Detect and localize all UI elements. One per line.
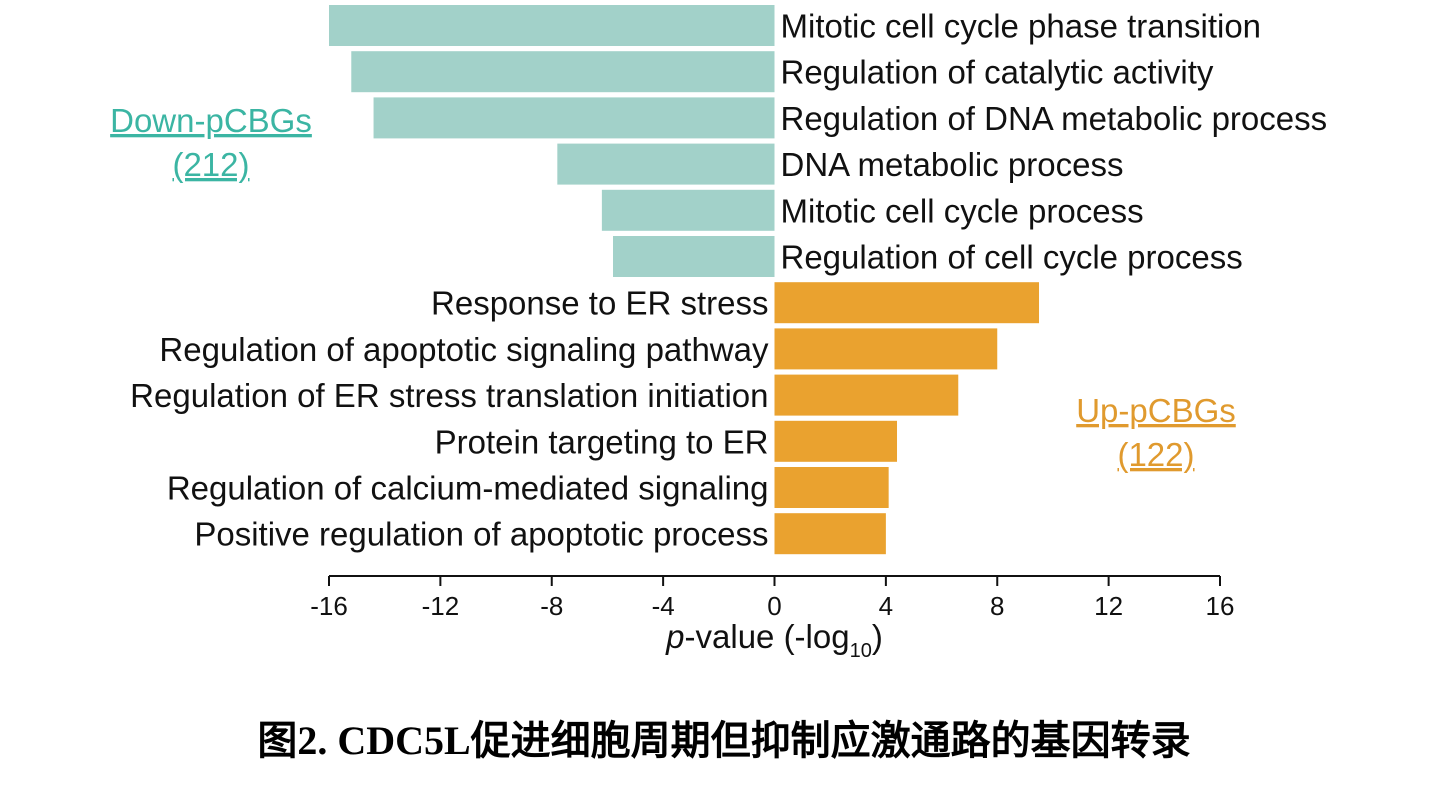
bar-0 (329, 5, 775, 46)
category-label-2: Regulation of DNA metabolic process (781, 100, 1328, 137)
bar-10 (774, 467, 889, 508)
x-tick-label-2: -8 (540, 591, 563, 621)
category-label-6: Response to ER stress (431, 285, 768, 322)
category-label-1: Regulation of catalytic activity (781, 54, 1214, 91)
x-tick-label-5: 4 (879, 591, 893, 621)
x-axis: -16 -12 -8 -4 0 4 8 12 16 (310, 575, 1235, 621)
x-tick-label-0: -16 (310, 591, 348, 621)
x-tick-label-7: 12 (1094, 591, 1123, 621)
x-tick-label-6: 8 (990, 591, 1004, 621)
bar-1 (351, 51, 775, 93)
bar-3 (557, 143, 775, 185)
bar-11 (774, 513, 886, 555)
figure-caption: 图2. CDC5L促进细胞周期但抑制应激通路的基因转录 (257, 718, 1191, 763)
bar-6 (774, 282, 1040, 324)
category-labels-group: Mitotic cell cycle phase transitionRegul… (130, 8, 1327, 553)
x-tick-label-1: -12 (422, 591, 460, 621)
bar-2 (373, 97, 775, 139)
chart: Mitotic cell cycle phase transitionRegul… (110, 5, 1327, 662)
bar-9 (774, 420, 898, 462)
category-label-9: Protein targeting to ER (435, 423, 769, 460)
bar-8 (774, 374, 959, 416)
category-label-3: DNA metabolic process (781, 146, 1124, 183)
x-tick-label-8: 16 (1206, 591, 1235, 621)
bars-group (329, 5, 1040, 555)
x-tick-label-3: -4 (652, 591, 675, 621)
x-axis-title: p-value (-log10) (665, 618, 883, 662)
group-label-up-name: Up-pCBGs (1076, 392, 1236, 429)
category-label-4: Mitotic cell cycle process (781, 192, 1144, 229)
category-label-11: Positive regulation of apoptotic process (194, 516, 768, 553)
category-label-0: Mitotic cell cycle phase transition (781, 8, 1262, 45)
group-label-down-count: (212) (172, 146, 249, 183)
x-tick-label-4: 0 (767, 591, 781, 621)
category-label-10: Regulation of calcium-mediated signaling (167, 470, 769, 507)
bar-4 (601, 189, 775, 231)
category-label-5: Regulation of cell cycle process (781, 239, 1243, 276)
group-label-up-count: (122) (1117, 436, 1194, 473)
group-labels: Down-pCBGs (212) Up-pCBGs (122) (110, 102, 1236, 473)
category-label-7: Regulation of apoptotic signaling pathwa… (159, 331, 769, 368)
category-label-8: Regulation of ER stress translation init… (130, 377, 768, 414)
group-label-down-name: Down-pCBGs (110, 102, 312, 139)
bar-7 (774, 328, 998, 370)
bar-5 (613, 236, 775, 277)
